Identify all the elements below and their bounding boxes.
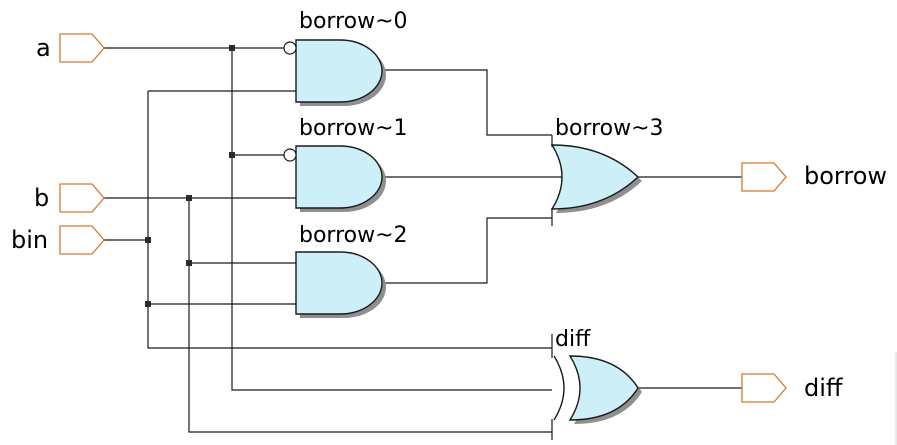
pin-label: diff (804, 374, 843, 402)
and-gate-body (295, 145, 383, 209)
pin-shape (59, 183, 105, 213)
output-pin-diff[interactable]: diff (741, 373, 843, 403)
input-pin-a[interactable]: a (36, 33, 105, 63)
gate-borrow1[interactable]: borrow~1 (283, 116, 408, 212)
wires (104, 47, 742, 440)
wire-b (104, 197, 552, 433)
output-pin-borrow[interactable]: borrow (741, 162, 887, 192)
xor-gate-body (568, 355, 639, 421)
pin-label: b (34, 184, 49, 212)
gate-label: borrow~0 (299, 9, 408, 34)
and-gate-body (295, 39, 383, 103)
junction-dot (229, 152, 235, 158)
wire-a (104, 47, 552, 391)
and-gate-body (295, 251, 383, 315)
junction-dot (145, 301, 151, 307)
pin-label: a (36, 34, 51, 62)
gate-label: borrow~1 (299, 116, 408, 141)
pin-label: borrow (804, 162, 887, 190)
pin-shape (59, 33, 105, 63)
junction-dot (229, 45, 235, 51)
pin-shape (59, 225, 105, 255)
wire-bin (104, 90, 552, 349)
gate-diff[interactable]: diff (553, 327, 642, 424)
inverter-bubble (283, 148, 297, 162)
gate-borrow3[interactable]: borrow~3 (550, 116, 664, 213)
junctions (145, 45, 235, 307)
pin-shape (741, 373, 787, 403)
junction-dot (186, 260, 192, 266)
xor-back-curve (553, 355, 565, 421)
gate-label: borrow~3 (555, 116, 664, 141)
gate-borrow2[interactable]: borrow~2 (295, 223, 408, 318)
wire-borrow0-out (382, 69, 552, 136)
pin-label: bin (11, 226, 48, 254)
or-gate-body (550, 144, 640, 210)
junction-dot (186, 195, 192, 201)
input-pin-bin[interactable]: bin (11, 225, 105, 255)
pin-shape (741, 162, 787, 192)
gate-label: borrow~2 (299, 223, 408, 248)
junction-dot (145, 237, 151, 243)
gate-borrow0[interactable]: borrow~0 (283, 9, 408, 106)
inverter-bubble (283, 41, 297, 55)
gate-label: diff (555, 327, 591, 352)
input-pin-b[interactable]: b (34, 183, 105, 213)
wire-borrow2-out (382, 217, 552, 284)
